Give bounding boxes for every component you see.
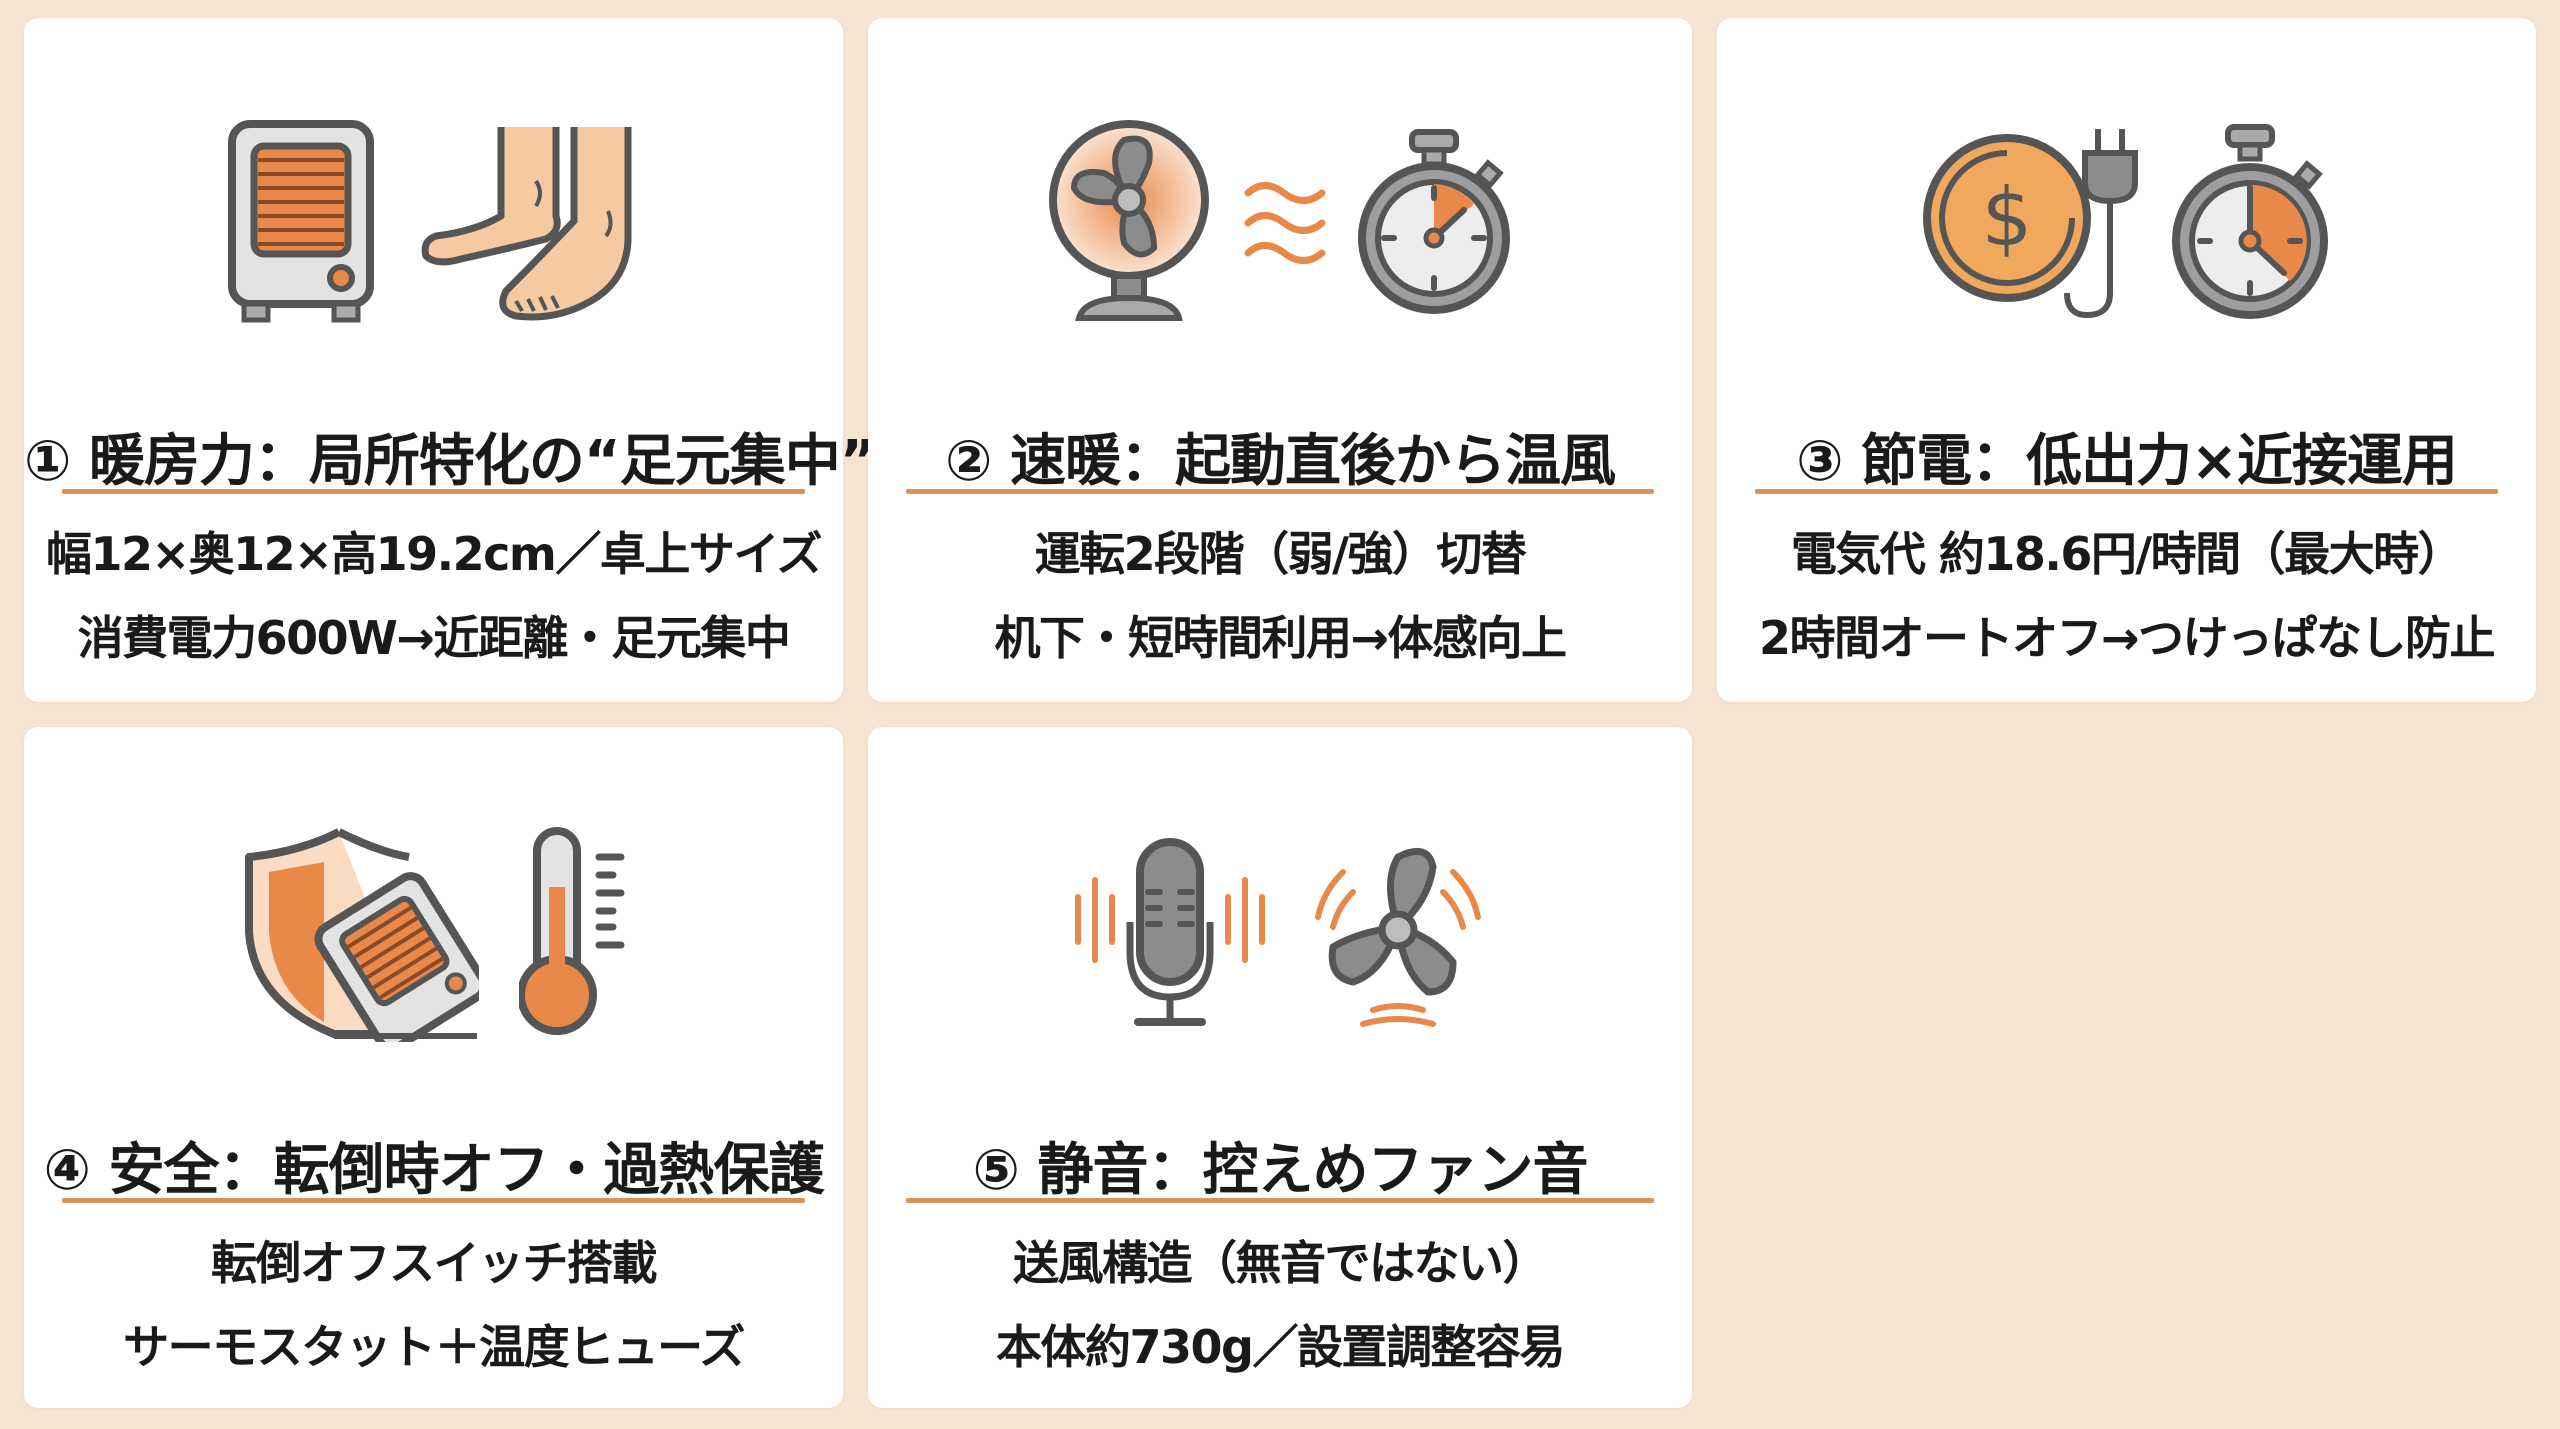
card-detail-line: 消費電力600W→近距離・足元集中 — [77, 611, 791, 665]
card-title: ④ 安全：転倒時オフ・過熱保護 — [43, 1138, 825, 1203]
title-divider — [906, 489, 1654, 494]
card-detail-line: 電気代 約18.6円/時間（最大時） — [1790, 527, 2464, 581]
card-detail-line: 机下・短時間利用→体感向上 — [994, 611, 1567, 665]
thermometer-icon — [518, 827, 624, 1035]
card-title: ① 暖房力：局所特化の“足元集中” — [24, 429, 877, 494]
warm-air-waves-icon — [1244, 182, 1326, 264]
card-title: ③ 節電：低出力×近接運用 — [1796, 429, 2458, 494]
card-icons: $ — [1717, 108, 2536, 338]
card-detail-line: 本体約730g／設置調整容易 — [996, 1320, 1565, 1374]
title-divider — [1755, 489, 2498, 494]
card-detail-line: 転倒オフスイッチ搭載 — [211, 1236, 658, 1290]
card-title: ⑤ 静音：控えめファン音 — [972, 1138, 1589, 1203]
feature-card-energy-saving: $ ③ 節電：低出力×近接運用 電気代 約18.6円/時間（最大時） 2時間オー… — [1717, 18, 2536, 702]
svg-text:$: $ — [1981, 171, 2032, 264]
feature-card-quiet: ⑤ 静音：控えめファン音 送風構造（無音ではない） 本体約730g／設置調整容易 — [868, 727, 1692, 1408]
space-heater-icon — [228, 120, 374, 323]
shield-tipped-heater-icon — [244, 828, 479, 1042]
card-icons — [868, 108, 1692, 338]
title-divider — [62, 1198, 805, 1203]
title-divider — [906, 1198, 1654, 1203]
bare-feet-icon — [421, 126, 632, 320]
microphone-sound-icon — [1074, 838, 1265, 1026]
card-title: ② 速暖：起動直後から温風 — [945, 429, 1616, 494]
feature-card-heating: ① 暖房力：局所特化の“足元集中” 幅12×奥12×高19.2cm／卓上サイズ … — [24, 18, 877, 702]
dollar-coin-plug-icon: $ — [1922, 129, 2138, 319]
card-icons — [868, 817, 1692, 1047]
fan-blade-sound-icon — [1314, 847, 1481, 1027]
card-detail-line: サーモスタット＋温度ヒューズ — [123, 1320, 745, 1374]
card-icons — [24, 817, 843, 1047]
card-detail-line: 運転2段階（弱/強）切替 — [1034, 527, 1527, 581]
title-divider — [62, 489, 805, 494]
desk-fan-icon — [1049, 120, 1209, 321]
card-detail-line: 幅12×奥12×高19.2cm／卓上サイズ — [46, 527, 822, 581]
card-detail-line: 送風構造（無音ではない） — [1013, 1236, 1549, 1290]
card-detail-line: 2時間オートオフ→つけっぱなし防止 — [1758, 611, 2496, 665]
feature-card-quick-heat: ② 速暖：起動直後から温風 運転2段階（弱/強）切替 机下・短時間利用→体感向上 — [868, 18, 1692, 702]
feature-card-safety: ④ 安全：転倒時オフ・過熱保護 転倒オフスイッチ搭載 サーモスタット＋温度ヒュー… — [24, 727, 843, 1408]
card-icons — [24, 108, 843, 338]
stopwatch-timer-icon — [2171, 124, 2328, 319]
stopwatch-icon — [1358, 129, 1510, 314]
